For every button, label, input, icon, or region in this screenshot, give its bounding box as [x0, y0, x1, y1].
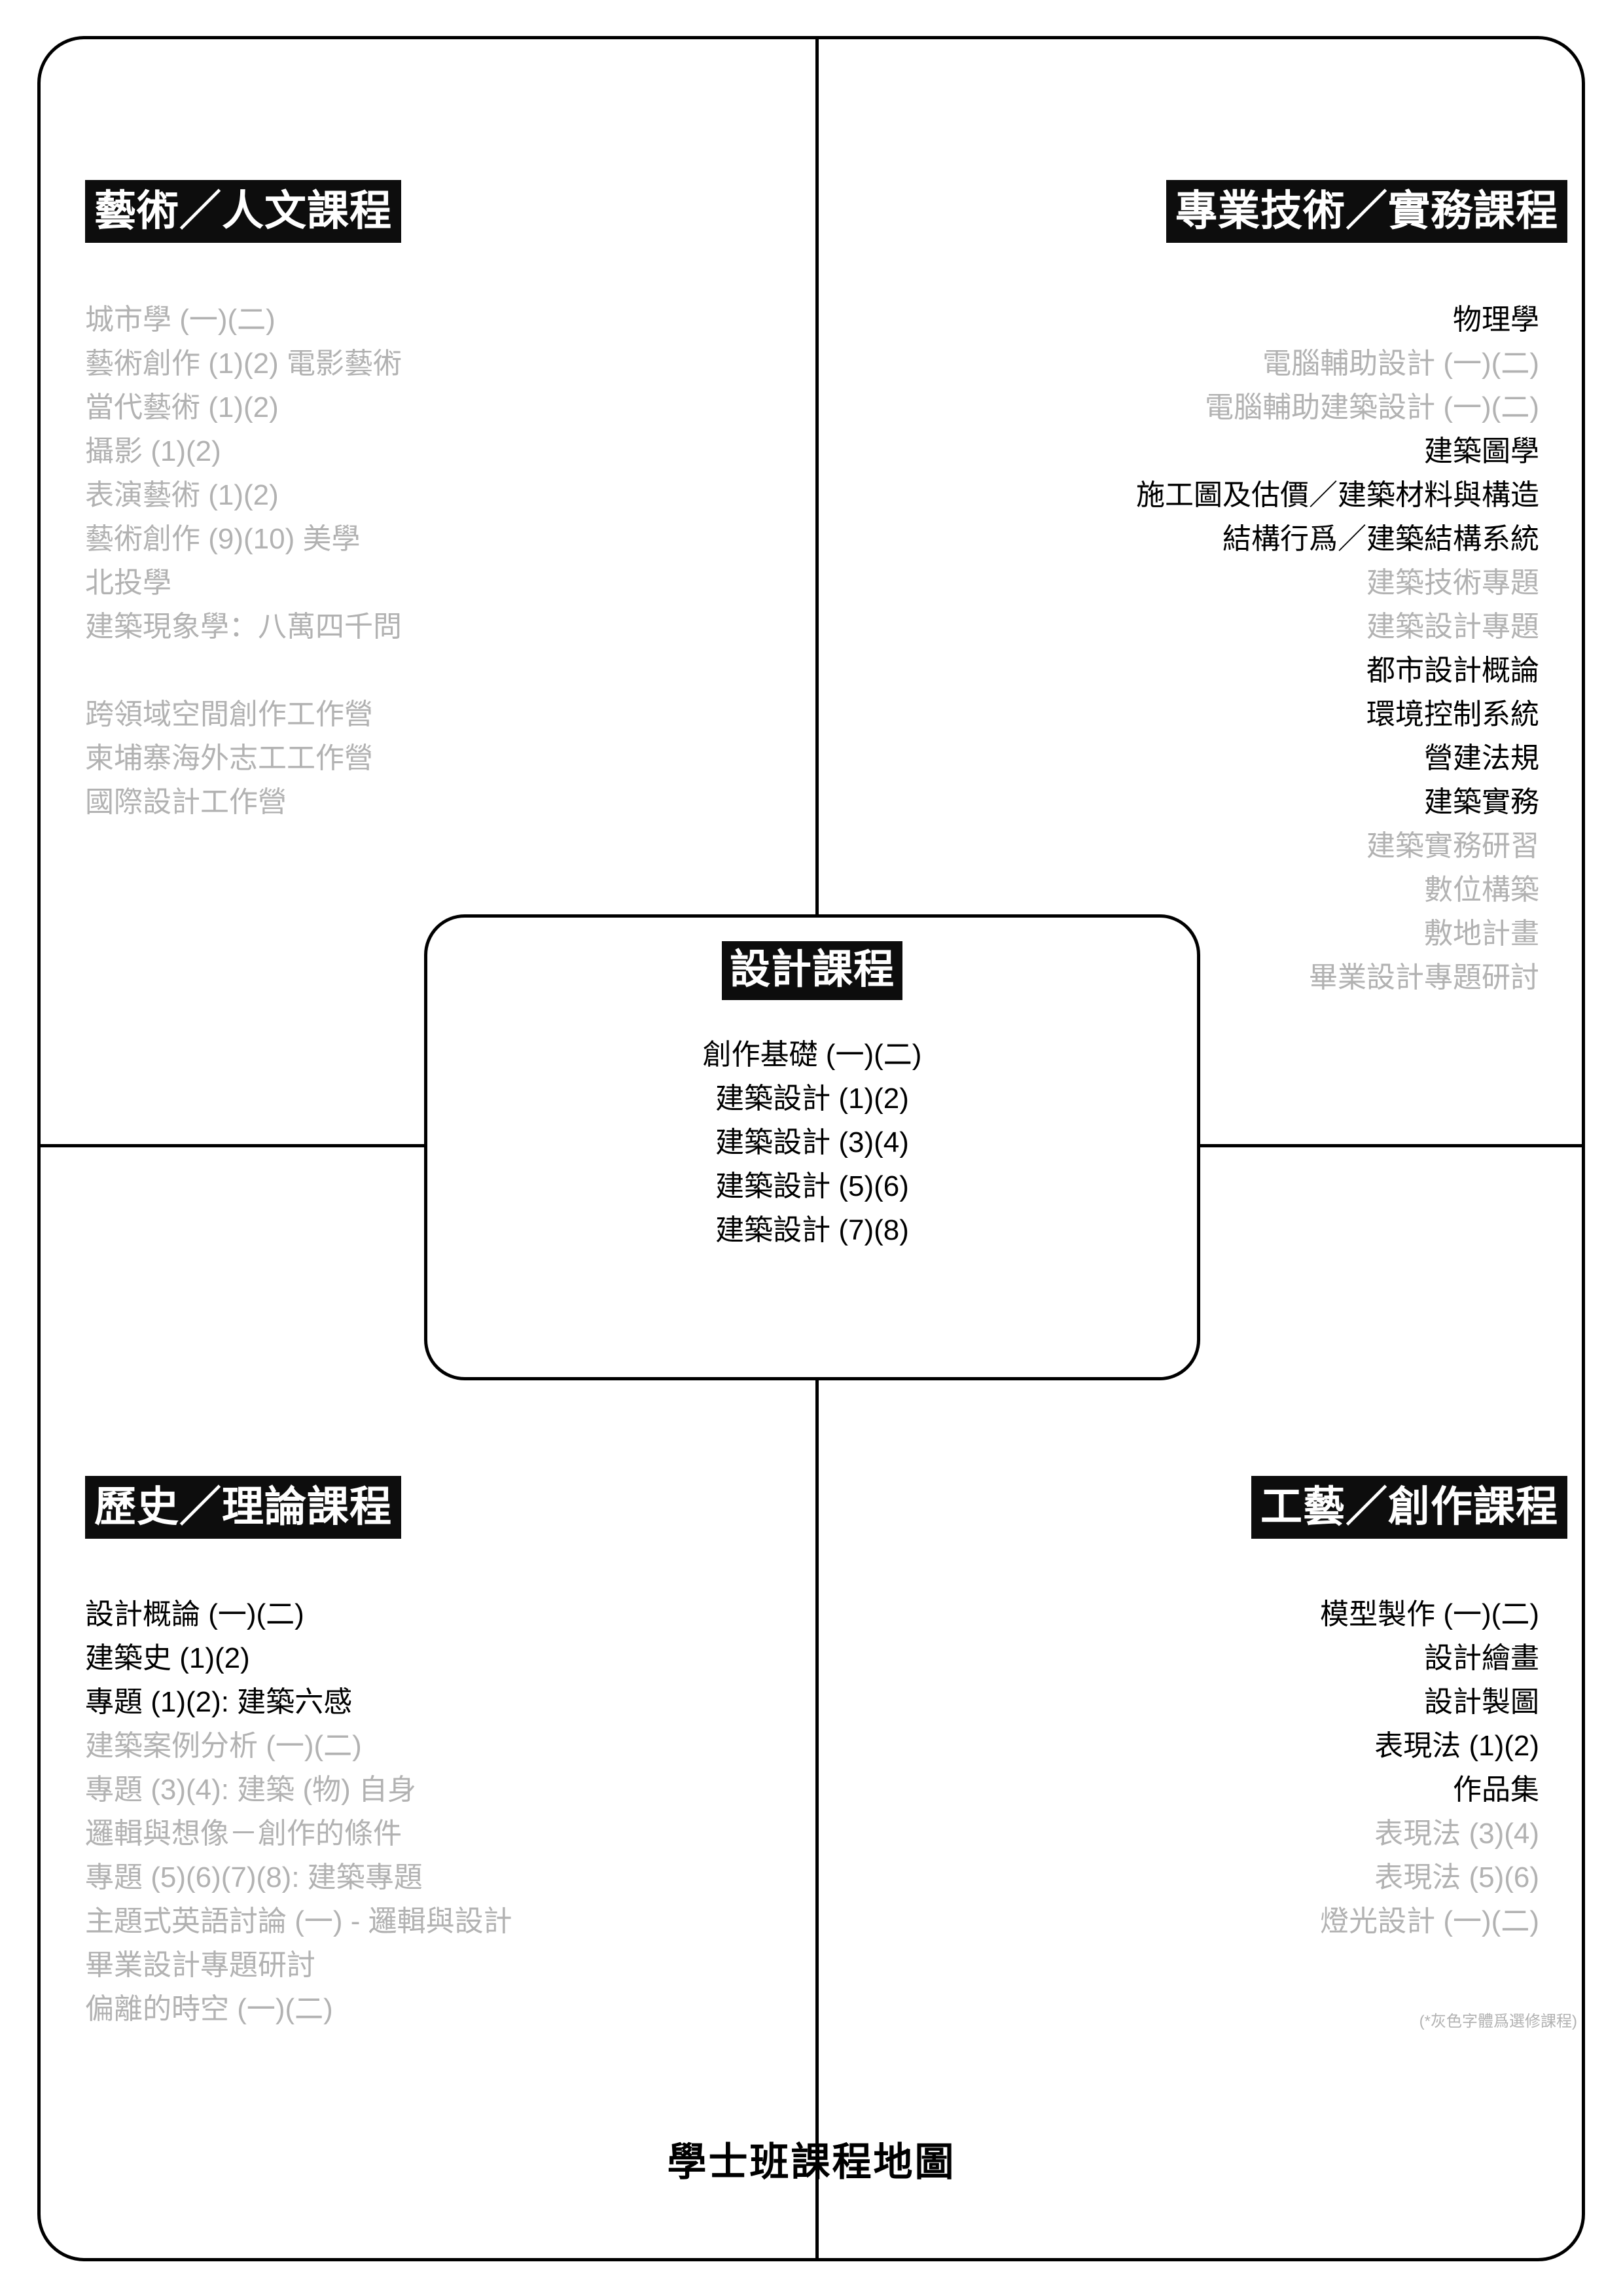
course-item: 畢業設計專題研討	[1309, 961, 1539, 994]
elective-legend-footnote: (*灰色字體爲選修課程)	[1419, 2013, 1577, 2030]
quadrant-arts-humanities: 藝術／人文課程 城市學 (一)(二) 藝術創作 (1)(2) 電影藝術 當代藝術…	[37, 36, 815, 1144]
course-item: 創作基礎 (一)(二)	[702, 1039, 922, 1071]
course-item: 設計製圖	[1424, 1686, 1539, 1718]
design-core-box: 設計課程 創作基礎 (一)(二) 建築設計 (1)(2) 建築設計 (3)(4)…	[424, 914, 1200, 1380]
course-item: 偏離的時空 (一)(二)	[85, 1993, 333, 2025]
course-list-gap	[85, 649, 402, 692]
course-item: 建築設計專題	[1366, 611, 1539, 643]
course-item: 表現法 (1)(2)	[1374, 1730, 1539, 1762]
course-item: 建築設計 (1)(2)	[715, 1083, 909, 1115]
course-item: 建築實務	[1424, 786, 1539, 818]
course-item: 攝影 (1)(2)	[85, 435, 221, 467]
heading-craft-creation-wrap: 工藝／創作課程	[1251, 1476, 1567, 1539]
course-item: 施工圖及估價／建築材料與構造	[1136, 479, 1539, 511]
course-item: 建築圖學	[1424, 435, 1539, 467]
course-item: 主題式英語討論 (一) - 邏輯與設計	[85, 1905, 512, 1937]
course-item: 北投學	[85, 567, 171, 599]
course-item: 建築技術專題	[1366, 567, 1539, 599]
course-list-history-theory: 設計概論 (一)(二) 建築史 (1)(2) 專題 (1)(2): 建築六感 建…	[85, 1592, 512, 2031]
course-item: 畢業設計專題研討	[85, 1949, 315, 1981]
heading-history-theory: 歷史／理論課程	[85, 1476, 401, 1539]
course-item: 藝術創作 (9)(10) 美學	[85, 523, 361, 555]
course-item: 都市設計概論	[1366, 655, 1539, 687]
heading-arts-humanities-wrap: 藝術／人文課程	[85, 180, 401, 243]
course-item: 設計概論 (一)(二)	[85, 1598, 304, 1630]
course-item: 國際設計工作營	[85, 786, 287, 818]
course-list-professional-practice: 物理學 電腦輔助設計 (一)(二) 電腦輔助建築設計 (一)(二) 建築圖學 施…	[1136, 298, 1539, 999]
course-item: 邏輯與想像－創作的條件	[85, 1818, 402, 1850]
course-item: 建築現象學：八萬四千問	[85, 611, 402, 643]
course-item: 燈光設計 (一)(二)	[1320, 1905, 1539, 1937]
page-title: 學士班課程地圖	[667, 2141, 956, 2184]
course-item: 當代藝術 (1)(2)	[85, 391, 279, 423]
quadrant-craft-creation: 工藝／創作課程 模型製作 (一)(二) 設計繪畫 設計製圖 表現法 (1)(2)…	[819, 1147, 1585, 2261]
heading-design-core: 設計課程	[721, 941, 902, 1000]
course-item: 建築史 (1)(2)	[85, 1642, 250, 1674]
heading-professional-practice: 專業技術／實務課程	[1166, 180, 1567, 243]
course-item: 建築設計 (7)(8)	[715, 1214, 909, 1246]
course-item: 專題 (3)(4): 建築 (物) 自身	[85, 1774, 416, 1806]
course-item: 表演藝術 (1)(2)	[85, 479, 279, 511]
course-list-design-core: 創作基礎 (一)(二) 建築設計 (1)(2) 建築設計 (3)(4) 建築設計…	[427, 1033, 1197, 1252]
quadrant-professional-practice: 專業技術／實務課程 物理學 電腦輔助設計 (一)(二) 電腦輔助建築設計 (一)…	[819, 36, 1585, 1144]
course-item: 作品集	[1453, 1774, 1539, 1806]
course-item: 電腦輔助建築設計 (一)(二)	[1205, 391, 1539, 423]
heading-history-theory-wrap: 歷史／理論課程	[85, 1476, 401, 1539]
course-item: 建築設計 (3)(4)	[715, 1126, 909, 1158]
course-item: 專題 (5)(6)(7)(8): 建築專題	[85, 1861, 423, 1893]
course-item: 數位構築	[1424, 874, 1539, 906]
course-list-craft-creation: 模型製作 (一)(二) 設計繪畫 設計製圖 表現法 (1)(2) 作品集 表現法…	[1320, 1592, 1539, 1943]
course-item: 物理學	[1453, 304, 1539, 336]
course-item: 模型製作 (一)(二)	[1320, 1598, 1539, 1630]
course-item: 結構行爲／建築結構系統	[1222, 523, 1539, 555]
course-item: 電腦輔助設計 (一)(二)	[1262, 348, 1539, 380]
course-item: 柬埔寨海外志工工作營	[85, 742, 373, 774]
course-item: 藝術創作 (1)(2) 電影藝術	[85, 348, 402, 380]
heading-craft-creation: 工藝／創作課程	[1251, 1476, 1567, 1539]
course-item: 跨領域空間創作工作營	[85, 698, 373, 730]
course-item: 建築案例分析 (一)(二)	[85, 1730, 362, 1762]
course-item: 敷地計畫	[1424, 918, 1539, 950]
course-item: 營建法規	[1424, 742, 1539, 774]
course-item: 城市學 (一)(二)	[85, 304, 276, 336]
heading-design-core-wrap: 設計課程	[427, 941, 1197, 1000]
course-item: 表現法 (5)(6)	[1374, 1861, 1539, 1893]
course-item: 表現法 (3)(4)	[1374, 1818, 1539, 1850]
course-item: 專題 (1)(2): 建築六感	[85, 1686, 353, 1718]
course-item: 設計繪畫	[1424, 1642, 1539, 1674]
heading-professional-practice-wrap: 專業技術／實務課程	[1166, 180, 1567, 243]
course-item: 建築實務研習	[1366, 830, 1539, 862]
course-item: 環境控制系統	[1366, 698, 1539, 730]
course-item: 建築設計 (5)(6)	[715, 1170, 909, 1202]
quadrant-history-theory: 歷史／理論課程 設計概論 (一)(二) 建築史 (1)(2) 專題 (1)(2)…	[37, 1147, 815, 2261]
heading-arts-humanities: 藝術／人文課程	[85, 180, 401, 243]
course-list-arts-humanities: 城市學 (一)(二) 藝術創作 (1)(2) 電影藝術 當代藝術 (1)(2) …	[85, 298, 402, 824]
